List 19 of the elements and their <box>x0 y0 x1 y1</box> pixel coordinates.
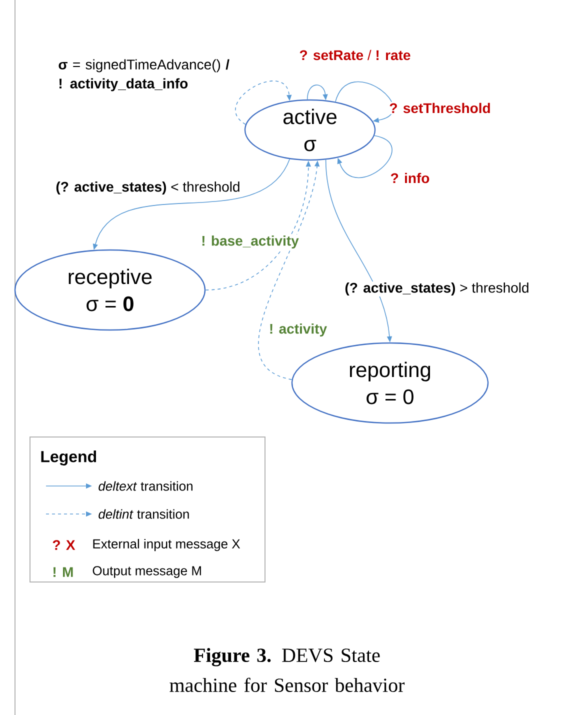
arrow <box>337 135 392 178</box>
edge-label: (? active_states) < threshold <box>54 180 242 196</box>
edge-label: σ = signedTimeAdvance() / ! activity_data_info <box>57 58 234 92</box>
edge-label: ! base_activity <box>200 234 300 250</box>
edge-label: ! activity <box>268 322 328 338</box>
legend-text: deltint transition <box>98 509 189 519</box>
edge-label: (? active_states) > threshold <box>344 281 530 297</box>
arrow <box>235 80 292 125</box>
legend-text: deltext transition <box>98 481 192 491</box>
legend-title: Legend <box>41 450 96 466</box>
edge-label: ? setThreshold <box>388 102 492 114</box>
arrow <box>335 82 394 123</box>
figure-caption: Figure 3. DEVS State machine for Sensor behavior <box>170 648 405 692</box>
legend-text: External input message X <box>93 538 240 552</box>
edge-label: ? setRate / ! rate <box>298 48 412 62</box>
legend-text: Output message M <box>92 566 201 578</box>
edge-label: ? info <box>389 172 431 184</box>
message-symbol: ! M <box>54 567 73 577</box>
message-symbol: ? X <box>52 540 76 550</box>
